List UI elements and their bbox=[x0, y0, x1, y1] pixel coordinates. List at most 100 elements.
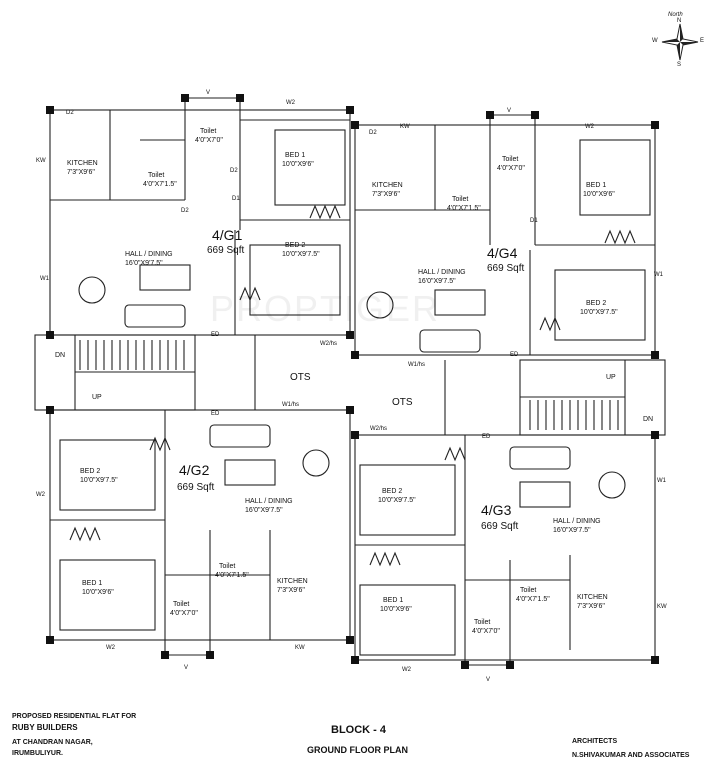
unit-g4-area: 669 Sqft bbox=[487, 263, 525, 274]
unit-g2-toilet-b-size: 4'0"X7'1.5" bbox=[215, 572, 249, 579]
unit-g2-bed1: BED 1 bbox=[82, 580, 103, 587]
unit-g1-hall: HALL / DINING bbox=[125, 251, 173, 258]
tag-d2-g1-kitchen: D2 bbox=[66, 110, 74, 116]
unit-g3-toilet-a-size: 4'0"X7'0" bbox=[472, 628, 500, 635]
footer-right-line1: ARCHITECTS bbox=[572, 738, 618, 745]
unit-g3-bed2: BED 2 bbox=[382, 488, 403, 495]
unit-g3-name: 4/G3 bbox=[481, 502, 512, 518]
unit-g2-name: 4/G2 bbox=[179, 462, 210, 478]
unit-g4-bed1: BED 1 bbox=[586, 182, 607, 189]
unit-g3-bed1-size: 10'0"X9'6" bbox=[380, 606, 412, 613]
tag-kw-g3: KW bbox=[657, 604, 667, 610]
tag-w2-g2-bottom: W2 bbox=[106, 645, 115, 651]
tag-w1-g4: W1 bbox=[654, 272, 663, 278]
unit-g3-bed1: BED 1 bbox=[383, 597, 404, 604]
unit-g1-area: 669 Sqft bbox=[207, 245, 245, 256]
unit-g1-toilet-a-size: 4'0"X7'0" bbox=[195, 137, 223, 144]
tag-w2-g3: W2 bbox=[402, 667, 411, 673]
unit-g1-toilet-b-size: 4'0"X7'1.5" bbox=[143, 181, 177, 188]
footer-left-line3: AT CHANDRAN NAGAR, bbox=[12, 739, 93, 746]
unit-g1-toilet-b: Toilet bbox=[148, 172, 165, 179]
unit-g2-hall: HALL / DINING bbox=[245, 498, 293, 505]
stair-right-dn: DN bbox=[643, 416, 654, 423]
unit-g3-kitchen: KITCHEN bbox=[577, 594, 608, 601]
compass-rose-icon bbox=[661, 23, 699, 61]
tag-w2-g4: W2 bbox=[585, 124, 594, 130]
unit-g3-toilet-a: Toilet bbox=[474, 619, 491, 626]
compass: North N S E W bbox=[650, 12, 710, 72]
unit-g2-toilet-b: Toilet bbox=[219, 563, 236, 570]
tag-w2hs-g1: W2/hs bbox=[320, 341, 338, 347]
unit-g3-toilet-b: Toilet bbox=[520, 587, 537, 594]
unit-g3-hall: HALL / DINING bbox=[553, 518, 601, 525]
unit-g4-bed2: BED 2 bbox=[586, 300, 607, 307]
unit-g4-toilet-a: Toilet bbox=[502, 156, 519, 163]
unit-g2-toilet-a: Toilet bbox=[173, 601, 190, 608]
tag-w1hs-g4: W1/hs bbox=[408, 362, 426, 368]
unit-g1-outline bbox=[49, 109, 351, 336]
unit-g4-kitchen: KITCHEN bbox=[372, 182, 403, 189]
drawing-subtitle: GROUND FLOOR PLAN bbox=[307, 745, 408, 755]
tag-ed-g1: ED bbox=[211, 332, 220, 338]
compass-w: W bbox=[652, 38, 658, 44]
unit-g2-kitchen-size: 7'3"X9'6" bbox=[277, 587, 305, 594]
unit-g4-toilet-b-size: 4'0"X7'1.5" bbox=[447, 205, 481, 212]
tag-w1hs-g2: W1/hs bbox=[282, 402, 300, 408]
unit-g1-bed2: BED 2 bbox=[285, 242, 306, 249]
unit-g2-kitchen: KITCHEN bbox=[277, 578, 308, 585]
unit-g3-kitchen-size: 7'3"X9'6" bbox=[577, 603, 605, 610]
compass-s: S bbox=[677, 62, 682, 68]
compass-n: N bbox=[677, 18, 682, 24]
ots-right-label: OTS bbox=[392, 397, 413, 408]
compass-north-label: North bbox=[668, 12, 683, 18]
stair-left-up: UP bbox=[92, 394, 102, 401]
tag-w2-g1: W2 bbox=[286, 100, 295, 106]
unit-g4-bed2-size: 10'0"X9'7.5" bbox=[580, 309, 618, 316]
tag-kw-g1: KW bbox=[36, 158, 46, 164]
unit-g1-kitchen: KITCHEN bbox=[67, 160, 98, 167]
ots-left-label: OTS bbox=[290, 372, 311, 383]
tag-v-g2: V bbox=[184, 665, 189, 671]
tag-d2-g4: D2 bbox=[369, 130, 377, 136]
unit-g3-area: 669 Sqft bbox=[481, 521, 519, 532]
unit-g3-toilet-b-size: 4'0"X7'1.5" bbox=[516, 596, 550, 603]
unit-g4-toilet-a-size: 4'0"X7'0" bbox=[497, 165, 525, 172]
footer-left-line4: IRUMBULIYUR. bbox=[12, 750, 63, 757]
tag-kw-g4: KW bbox=[400, 124, 410, 130]
unit-g4-kitchen-size: 7'3"X9'6" bbox=[372, 191, 400, 198]
unit-g3-hall-size: 16'0"X9'7.5" bbox=[553, 527, 591, 534]
tag-v-g1: V bbox=[206, 90, 211, 96]
unit-g2-bed1-size: 10'0"X9'6" bbox=[82, 589, 114, 596]
tag-w1-g1: W1 bbox=[40, 276, 49, 282]
footer-left-line2: RUBY BUILDERS bbox=[12, 723, 78, 732]
tag-d2-g1-toilet: D2 bbox=[230, 168, 238, 174]
tag-v-g4: V bbox=[507, 108, 512, 114]
unit-g1-bed2-size: 10'0"X9'7.5" bbox=[282, 251, 320, 258]
tag-ed-g2: ED bbox=[211, 411, 220, 417]
stair-left-dn: DN bbox=[55, 352, 66, 359]
columns bbox=[46, 94, 659, 669]
tag-w1-g3: W1 bbox=[657, 478, 666, 484]
unit-g2-hall-size: 16'0"X9'7.5" bbox=[245, 507, 283, 514]
unit-g3-bed2-size: 10'0"X9'7.5" bbox=[378, 497, 416, 504]
watermark: PROPTIGER bbox=[210, 288, 441, 329]
unit-g1-hall-size: 16'0"X9'7.5" bbox=[125, 260, 163, 267]
tag-d2-g1-hall: D2 bbox=[181, 208, 189, 214]
unit-g2-outline bbox=[49, 409, 351, 641]
footer-right-line2: N.SHIVAKUMAR AND ASSOCIATES bbox=[572, 752, 690, 759]
unit-g3-outline bbox=[354, 434, 656, 661]
footer-left-line1: PROPOSED RESIDENTIAL FLAT FOR bbox=[12, 713, 137, 720]
stair-right-up: UP bbox=[606, 374, 616, 381]
unit-g2-area: 669 Sqft bbox=[177, 482, 215, 493]
wall-lines bbox=[34, 97, 666, 666]
unit-g2-toilet-a-size: 4'0"X7'0" bbox=[170, 610, 198, 617]
unit-g1-toilet-a: Toilet bbox=[200, 128, 217, 135]
unit-g4-bed1-size: 10'0"X9'6" bbox=[583, 191, 615, 198]
unit-g1-kitchen-size: 7'3"X9'6" bbox=[67, 169, 95, 176]
tag-v-g3: V bbox=[486, 677, 491, 683]
drawing-title: BLOCK - 4 bbox=[331, 724, 386, 736]
unit-g1-bed1-size: 10'0"X9'6" bbox=[282, 161, 314, 168]
tag-ed-g3: ED bbox=[482, 434, 491, 440]
tag-w2-g2-side: W2 bbox=[36, 492, 45, 498]
